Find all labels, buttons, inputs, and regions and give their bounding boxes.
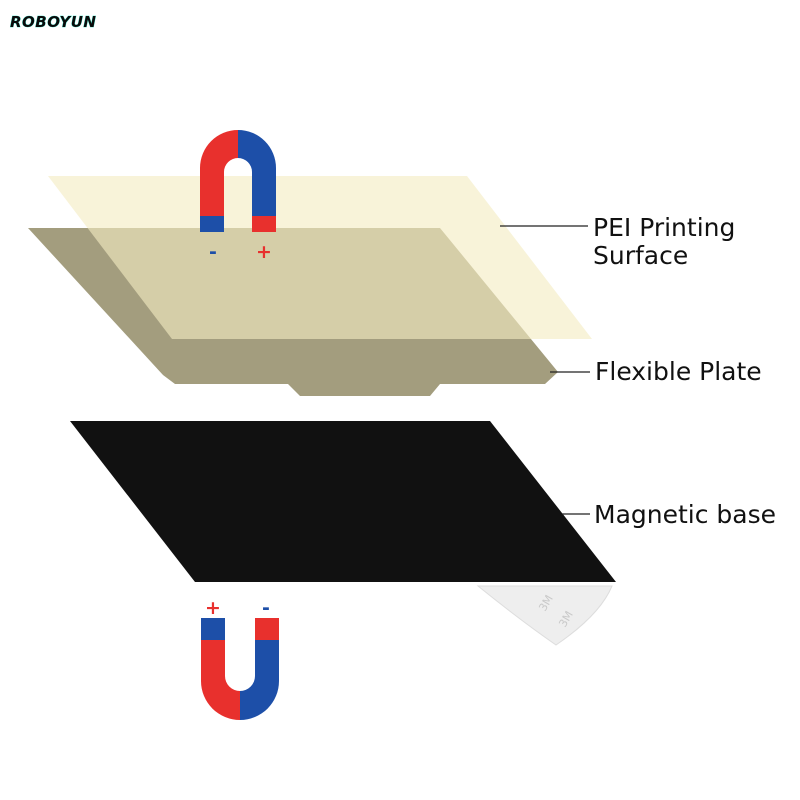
pei-label-line2: Surface: [593, 241, 688, 270]
magnetic-base-sheet: [70, 421, 616, 582]
bottom-magnet-left-sign: +: [205, 597, 221, 619]
pei-label-line1: PEI Printing: [593, 213, 735, 242]
bottom-magnet-right-sign: -: [262, 597, 270, 619]
flexible-plate-label: Flexible Plate: [595, 357, 762, 386]
magnetic-base-label: Magnetic base: [594, 500, 776, 529]
pei-surface-sheet: [48, 176, 592, 339]
adhesive-tape: 3M 3M: [476, 585, 613, 646]
bottom-magnet-icon: [201, 618, 279, 720]
brand-logo: ROBOYUN: [10, 13, 97, 31]
top-magnet-right-sign: +: [256, 241, 272, 263]
top-magnet-left-sign: -: [209, 241, 217, 263]
